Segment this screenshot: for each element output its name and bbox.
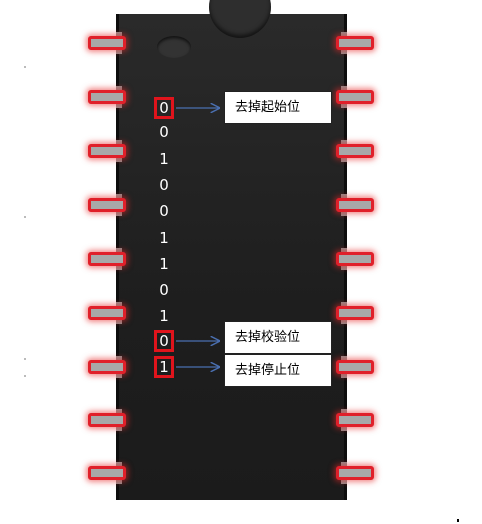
left-pin-4 xyxy=(88,198,126,212)
right-pin-3 xyxy=(336,144,374,158)
left-pin-3 xyxy=(88,144,126,158)
left-pin-9 xyxy=(88,466,126,480)
bit-data: 1 xyxy=(159,255,169,273)
left-pin-5 xyxy=(88,252,126,266)
bit-stop: 1 xyxy=(154,356,174,378)
left-pin-8 xyxy=(88,413,126,427)
bit-data: 0 xyxy=(159,202,169,220)
right-pin-4 xyxy=(336,198,374,212)
label-parity-bit: 去掉校验位 xyxy=(224,321,332,354)
corner-dot xyxy=(457,519,459,522)
bit-parity: 0 xyxy=(154,330,174,352)
label-start-bit: 去掉起始位 xyxy=(224,91,332,124)
left-pin-1 xyxy=(88,36,126,50)
chip-notch xyxy=(209,0,271,38)
right-pin-6 xyxy=(336,306,374,320)
left-pin-7 xyxy=(88,360,126,374)
right-pin-1 xyxy=(336,36,374,50)
label-stop-bit: 去掉停止位 xyxy=(224,354,332,387)
bit-data: 1 xyxy=(159,150,169,168)
right-pin-5 xyxy=(336,252,374,266)
left-pin-6 xyxy=(88,306,126,320)
bit-data: 0 xyxy=(159,176,169,194)
speck xyxy=(24,216,26,218)
bit-start: 0 xyxy=(154,97,174,119)
bit-data: 0 xyxy=(159,281,169,299)
bit-data: 1 xyxy=(159,229,169,247)
right-pin-7 xyxy=(336,360,374,374)
right-pin-2 xyxy=(336,90,374,104)
bit-data: 1 xyxy=(159,307,169,325)
right-pin-9 xyxy=(336,466,374,480)
speck xyxy=(24,358,26,360)
ic-chip-body xyxy=(116,0,347,500)
speck xyxy=(24,66,26,68)
speck xyxy=(24,375,26,377)
pin1-marker xyxy=(157,36,191,58)
right-pin-8 xyxy=(336,413,374,427)
bit-data: 0 xyxy=(159,123,169,141)
left-pin-2 xyxy=(88,90,126,104)
